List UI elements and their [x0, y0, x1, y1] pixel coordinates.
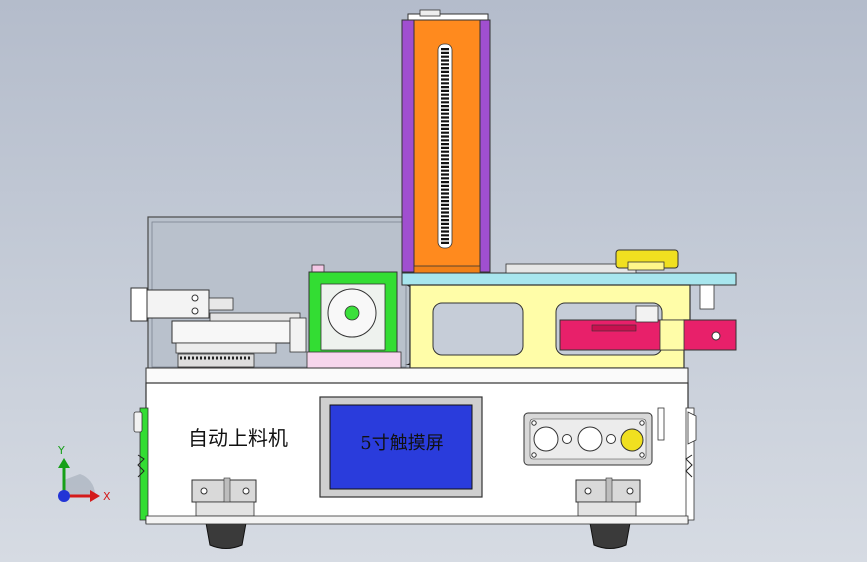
top-rail [401, 272, 737, 286]
slide-base [175, 342, 277, 354]
cylinder-bolt-2 [191, 307, 199, 315]
triad-x-label: X [103, 490, 111, 503]
yellow-clamp-knob [627, 261, 665, 271]
cylinder-body [146, 289, 210, 319]
screw-tl [531, 420, 537, 426]
foot-right [589, 522, 631, 549]
axis-triad: Y X [57, 444, 111, 503]
z-axis-icon [58, 490, 70, 502]
indicator-2 [606, 434, 616, 444]
machine-name-label: 自动上料机 [188, 426, 288, 450]
slide-block [171, 320, 291, 344]
gear-rack [177, 353, 255, 368]
hinge-right [575, 477, 641, 517]
right-latch [687, 411, 697, 445]
cabinet-bottom [145, 515, 689, 525]
start-button [620, 428, 644, 452]
slide-rail [209, 312, 301, 322]
holder-base [306, 351, 402, 369]
button-1 [533, 426, 559, 452]
triad-y-label: Y [57, 444, 65, 457]
column-cap-tab [419, 9, 441, 17]
pink-bar-gap [659, 319, 685, 351]
cylinder-rod [208, 297, 234, 311]
screw-bl [531, 452, 537, 458]
cabinet-right-edge [685, 407, 695, 521]
roller-hub [344, 305, 360, 321]
foot-left [205, 522, 247, 549]
rail-post [699, 284, 715, 310]
plate-window-left [432, 302, 524, 356]
pink-bar-slot [591, 324, 637, 332]
screen-label: 5寸触摸屏 [360, 433, 443, 454]
cabinet-left-edge [139, 407, 149, 521]
button-2 [577, 426, 603, 452]
panel-slot [657, 407, 665, 441]
touch-screen [329, 404, 473, 490]
x-arrow-icon [90, 490, 100, 502]
y-arrow-icon [58, 458, 70, 468]
cabinet-left-latch [133, 411, 143, 433]
cabinet-top-strip [145, 367, 689, 384]
hinge-left [191, 477, 257, 517]
cylinder-bracket [130, 287, 148, 322]
pink-bolt [711, 331, 721, 341]
left-hook [137, 454, 145, 478]
pink-block [635, 305, 659, 323]
screw-tr [639, 420, 645, 426]
cylinder-bolt-1 [191, 294, 199, 302]
screw-br [639, 452, 645, 458]
linkage-arm [289, 317, 307, 353]
pink-bar [559, 319, 737, 351]
right-hook [685, 454, 693, 478]
indicator-1 [562, 434, 572, 444]
